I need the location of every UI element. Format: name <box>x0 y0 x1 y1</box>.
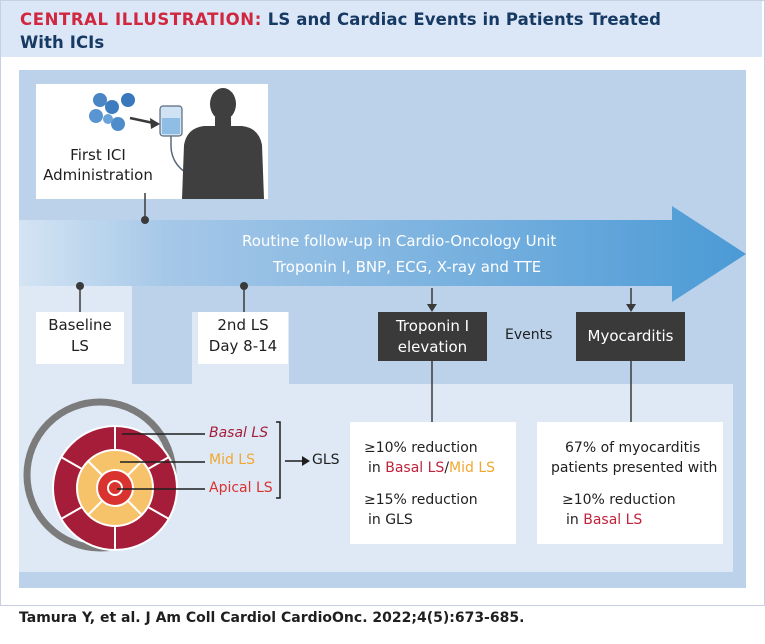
followup-title: Routine follow-up in Cardio-Oncology Uni… <box>242 232 557 250</box>
mid-ls-label: Mid LS <box>209 452 255 468</box>
basal-ls-text: Basal LS <box>385 460 445 476</box>
troponin-result-line2: in Basal LS/Mid LS <box>368 460 496 476</box>
followup-arrow <box>19 206 746 302</box>
page-title-line-2: With ICIs <box>20 33 105 52</box>
troponin-result-box <box>350 422 516 544</box>
followup-tests: Troponin I, BNP, ECG, X-ray and TTE <box>273 258 542 276</box>
patient-silhouette-icon <box>182 88 264 199</box>
second-ls-label: 2nd LS Day 8-14 <box>208 316 278 355</box>
troponin-result-line4: in GLS <box>368 512 413 528</box>
bullseye-strain-map <box>23 398 178 552</box>
basal-ls-text: Basal LS <box>583 512 643 528</box>
mid-ls-text: Mid LS <box>449 460 496 476</box>
central-illustration-label: CENTRAL ILLUSTRATION: <box>20 10 262 29</box>
header-banner: CENTRAL ILLUSTRATION: LS and Cardiac Eve… <box>1 1 762 57</box>
troponin-result-line3: ≥15% reduction <box>364 492 478 508</box>
myocarditis-result-line1: 67% of myocarditis <box>565 440 701 456</box>
header-line-1: CENTRAL ILLUSTRATION: LS and Cardiac Eve… <box>20 10 661 29</box>
medication-pills-icon <box>89 93 135 131</box>
baseline-ls-label: Baseline LS <box>48 316 112 355</box>
page-title: LS and Cardiac Events in Patients Treate… <box>267 10 662 29</box>
citation: Tamura Y, et al. J Am Coll Cardiol Cardi… <box>19 610 525 626</box>
troponin-result-line1: ≥10% reduction <box>364 440 478 456</box>
myocarditis-result-line3: ≥10% reduction <box>562 492 676 508</box>
ls-leader-lines <box>117 433 205 490</box>
second-ls-box <box>198 312 288 364</box>
troponin-elevation-box: Troponin I elevation <box>378 312 487 361</box>
myocarditis-box: Myocarditis <box>576 312 685 361</box>
apical-ls-label: Apical LS <box>209 480 273 496</box>
basal-ls-label: Basal LS <box>209 425 269 441</box>
events-label: Events <box>505 327 553 343</box>
ls-bracket <box>276 421 281 499</box>
myocarditis-result-line2: patients presented with <box>551 460 718 476</box>
gls-label: GLS <box>312 452 340 468</box>
myocarditis-result-line4: in Basal LS <box>566 512 643 528</box>
ici-label: First ICI Administration <box>43 146 153 184</box>
iv-drip-icon <box>129 105 195 177</box>
myocarditis-result-box <box>537 422 723 544</box>
baseline-ls-box <box>36 312 124 364</box>
